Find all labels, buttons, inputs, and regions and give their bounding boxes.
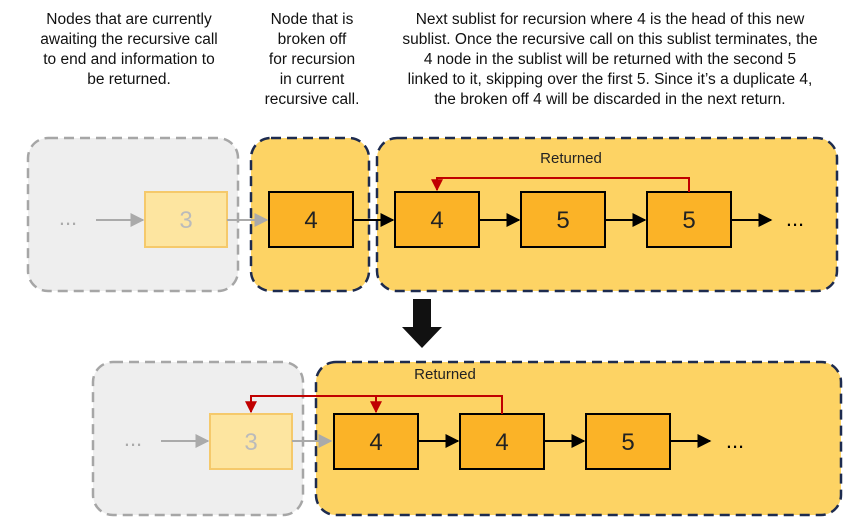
returned-link-arrow xyxy=(431,177,690,192)
node-sublist xyxy=(394,191,480,248)
node-sublist xyxy=(646,191,732,248)
caption-next-sublist: Next sublist for recursion where 4 is th… xyxy=(376,10,844,110)
caption-line: to end and information to xyxy=(43,51,215,68)
node-sublist-value: 4 xyxy=(369,429,382,456)
caption-waiting-nodes: Nodes that are currently awaiting the re… xyxy=(8,10,250,90)
caption-line: Node that is xyxy=(270,11,354,28)
node-broken-off-value: 4 xyxy=(304,207,317,234)
node-sublist xyxy=(585,413,671,470)
node-sublist-value: 4 xyxy=(495,429,508,456)
ellipsis-left: ... xyxy=(124,426,142,451)
ellipsis-right: ... xyxy=(726,428,744,453)
caption-line: be returned. xyxy=(87,71,171,88)
caption-line: sublist. Once the recursive call on this… xyxy=(402,31,818,48)
returned-label: Returned xyxy=(414,366,476,383)
caption-line: Nodes that are currently xyxy=(46,11,212,28)
returned-label: Returned xyxy=(540,150,602,167)
node-sublist xyxy=(459,413,545,470)
node-waiting xyxy=(144,191,228,248)
sublist-region xyxy=(375,136,839,293)
node-waiting-value: 3 xyxy=(179,207,192,234)
caption-line: recursive call. xyxy=(264,91,360,108)
node-waiting-value: 3 xyxy=(244,429,257,456)
caption-line: broken off xyxy=(277,31,347,48)
caption-line: awaiting the recursive call xyxy=(40,31,218,48)
caption-line: in current xyxy=(279,71,345,88)
node-sublist xyxy=(520,191,606,248)
ellipsis-right: ... xyxy=(786,206,804,231)
node-sublist-value: 5 xyxy=(682,207,695,234)
down-arrow xyxy=(402,299,442,348)
caption-line: linked to it, skipping over the first 5.… xyxy=(407,71,813,88)
node-sublist-value: 5 xyxy=(621,429,634,456)
node-waiting xyxy=(209,413,293,470)
node-sublist-value: 4 xyxy=(430,207,443,234)
caption-line: for recursion xyxy=(268,51,356,68)
ellipsis-left: ... xyxy=(59,205,77,230)
node-sublist-value: 5 xyxy=(556,207,569,234)
caption-line: Next sublist for recursion where 4 is th… xyxy=(415,11,805,28)
caption-line: the broken off 4 will be discarded in th… xyxy=(434,91,786,108)
caption-broken-node: Node that is broken off for recursion in… xyxy=(242,10,382,110)
caption-line: 4 node in the sublist will be returned w… xyxy=(423,51,797,68)
